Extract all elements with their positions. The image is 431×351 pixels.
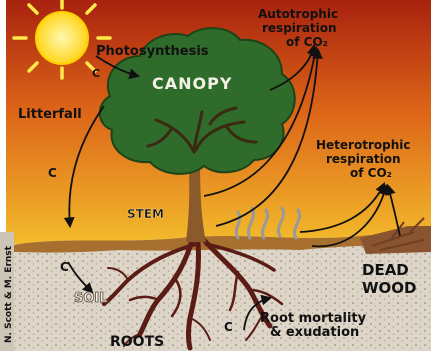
credit-text: N. Scott & M. Ernst [4,245,14,343]
litterfall-label: Litterfall [18,107,82,122]
autotrophic-label-line1: Autotrophic [258,7,338,21]
autotrophic-label-line2: respiration [262,21,337,35]
canopy-label: CANOPY [152,74,232,93]
photosynthesis-label: Photosynthesis [96,44,209,59]
roots-label: ROOTS [110,334,164,350]
dead-wood-label-line2: WOOD [362,279,417,297]
soil-carbon-label: C [60,260,69,274]
photosynthesis-carbon-label: C [92,67,100,80]
heterotrophic-label-line1: Heterotrophic [316,138,410,152]
heterotrophic-label-line2: respiration [326,152,401,166]
root-mortality-carbon-label: C [224,320,233,334]
root-mortality-label-line2: & exudation [270,325,359,340]
heterotrophic-label-line3: of CO₂ [350,166,392,180]
stem-label: STEM [127,207,164,221]
soil-label: SOIL [74,291,108,306]
autotrophic-label-line3: of CO₂ [286,35,328,49]
litterfall-carbon-label: C [48,166,57,180]
root-mortality-label-line1: Root mortality [260,311,367,326]
dead-wood-label-line1: DEAD [362,261,409,279]
